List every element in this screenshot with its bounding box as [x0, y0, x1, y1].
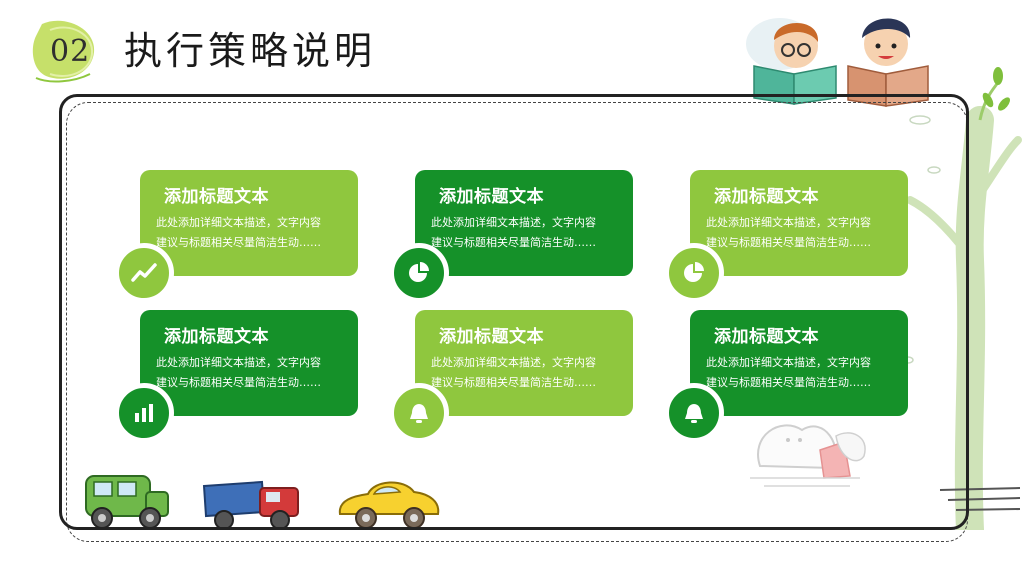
pie-chart-icon [684, 262, 704, 282]
green-car-illustration [85, 475, 169, 529]
trend-line-icon [131, 263, 157, 282]
dump-truck-illustration [202, 480, 299, 530]
card-5-icon-circle [389, 383, 449, 443]
card-body-line1: 此处添加详细文本描述，文字内容 [431, 356, 596, 369]
card-title: 添加标题文本 [714, 327, 819, 347]
card-body-line2: 建议与标题相关尽量简洁生动…… [706, 376, 871, 389]
card-body-line2: 建议与标题相关尽量简洁生动…… [431, 376, 596, 389]
card-body-line2: 建议与标题相关尽量简洁生动…… [156, 236, 321, 249]
bell-icon [410, 404, 428, 423]
card-title: 添加标题文本 [164, 327, 269, 347]
card-1-icon-circle [114, 243, 174, 303]
card-body-line2: 建议与标题相关尽量简洁生动…… [431, 236, 596, 249]
card-body-line2: 建议与标题相关尽量简洁生动…… [156, 376, 321, 389]
card-body-line1: 此处添加详细文本描述，文字内容 [706, 356, 871, 369]
card-5: 添加标题文本 此处添加详细文本描述，文字内容 建议与标题相关尽量简洁生动…… [415, 310, 633, 416]
card-2: 添加标题文本 此处添加详细文本描述，文字内容 建议与标题相关尽量简洁生动…… [415, 170, 633, 276]
card-3: 添加标题文本 此处添加详细文本描述，文字内容 建议与标题相关尽量简洁生动…… [690, 170, 908, 276]
card-body-line1: 此处添加详细文本描述，文字内容 [156, 356, 321, 369]
section-number: 02 [50, 34, 91, 69]
card-4: 添加标题文本 此处添加详细文本描述，文字内容 建议与标题相关尽量简洁生动…… [140, 310, 358, 416]
card-title: 添加标题文本 [439, 327, 544, 347]
card-2-icon-circle [389, 243, 449, 303]
bell-icon [685, 404, 703, 423]
card-body-line1: 此处添加详细文本描述，文字内容 [156, 216, 321, 229]
pie-chart-icon [409, 262, 429, 282]
section-badge [32, 20, 95, 83]
card-title: 添加标题文本 [439, 187, 544, 207]
card-3-icon-circle [664, 243, 724, 303]
ghost-illustration [750, 424, 866, 487]
card-6: 添加标题文本 此处添加详细文本描述，文字内容 建议与标题相关尽量简洁生动…… [690, 310, 908, 416]
card-title: 添加标题文本 [714, 187, 819, 207]
card-4-icon-circle [114, 383, 174, 443]
card-6-icon-circle [664, 383, 724, 443]
yellow-car-illustration [338, 481, 440, 529]
card-body-line1: 此处添加详细文本描述，文字内容 [706, 216, 871, 229]
card-body-line1: 此处添加详细文本描述，文字内容 [431, 216, 596, 229]
card-body-line2: 建议与标题相关尽量简洁生动…… [706, 236, 871, 249]
page-title: 执行策略说明 [124, 29, 377, 73]
card-title: 添加标题文本 [164, 187, 269, 207]
card-1: 添加标题文本 此处添加详细文本描述，文字内容 建议与标题相关尽量简洁生动…… [140, 170, 358, 276]
content-frame [59, 94, 969, 530]
bar-chart-icon [135, 404, 153, 422]
